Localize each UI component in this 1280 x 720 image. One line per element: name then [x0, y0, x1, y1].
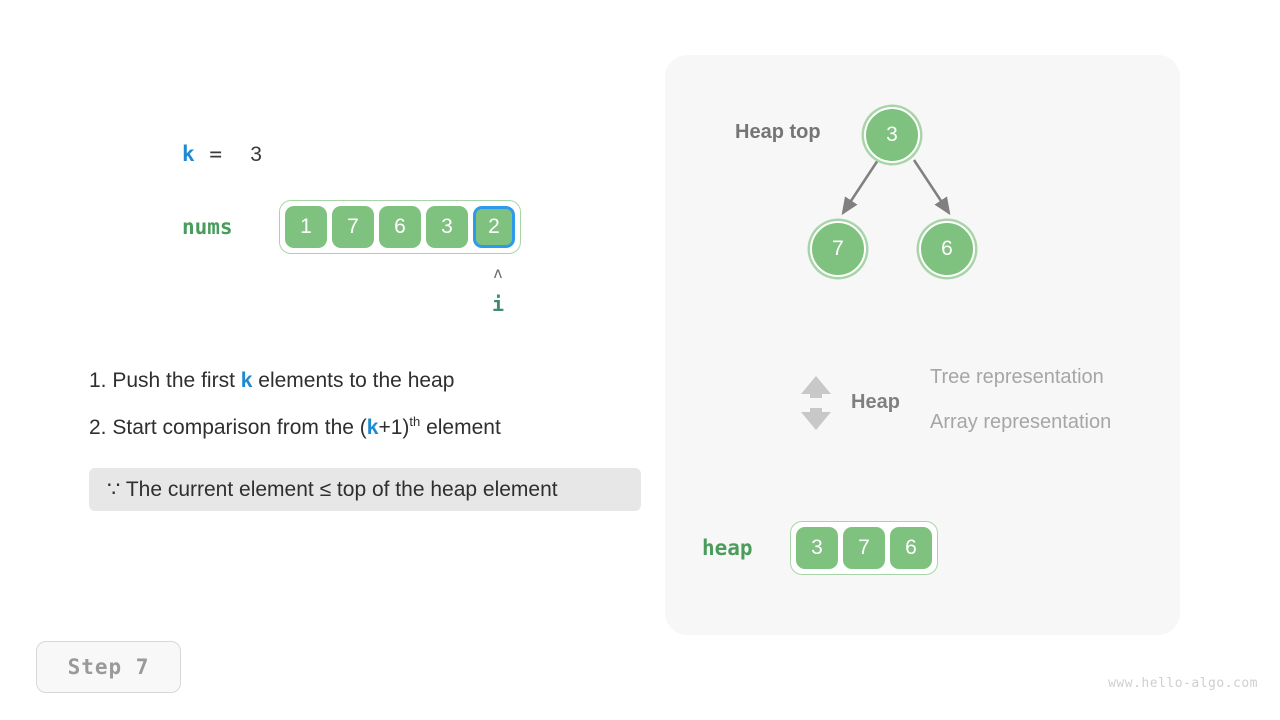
- nums-label: nums: [182, 215, 233, 239]
- nums-array: 1 7 6 3 2: [279, 200, 521, 254]
- note-text: ∵ The current element ≤ top of the heap …: [107, 478, 558, 501]
- pointer-label-i: i: [491, 292, 505, 316]
- edge-root-to-right: [912, 159, 951, 216]
- step-1-prefix: 1. Push the first: [89, 369, 241, 392]
- legend-lines: Tree representation Array representation: [930, 367, 1111, 457]
- step-2-prefix: 2. Start comparison from the (: [89, 416, 367, 440]
- heap-array: 3 7 6: [790, 521, 938, 575]
- k-assignment: k = 3: [182, 142, 263, 167]
- legend-line-array: Array representation: [930, 411, 1112, 433]
- legend-heap-title: Heap: [851, 391, 900, 413]
- nums-cell-1[interactable]: 7: [332, 206, 374, 248]
- step-line-2: 2. Start comparison from the (k+1)th ele…: [89, 414, 689, 440]
- step-2-superscript: th: [409, 414, 421, 430]
- step-1-suffix: elements to the heap: [252, 369, 455, 392]
- pointer-caret-icon: ʌ: [493, 264, 503, 282]
- legend-line-tree: Tree representation: [930, 366, 1104, 388]
- watermark: www.hello-algo.com: [1108, 676, 1258, 691]
- nums-cell-0[interactable]: 1: [285, 206, 327, 248]
- tree-node-left-child[interactable]: 7: [810, 221, 866, 277]
- step-2-mid: +1): [378, 416, 410, 440]
- edge-root-to-left: [841, 159, 880, 216]
- step-2-suffix: element: [420, 416, 501, 440]
- steps-list: 1. Push the first k elements to the heap…: [89, 368, 689, 461]
- nums-cell-3[interactable]: 3: [426, 206, 468, 248]
- heap-top-label: Heap top: [735, 121, 821, 143]
- tree-edges: [841, 159, 951, 216]
- heap-cell-1[interactable]: 7: [843, 527, 885, 569]
- step-badge: Step 7: [36, 641, 181, 693]
- step-2-var-k: k: [366, 416, 379, 440]
- tree-node-right-child[interactable]: 6: [919, 221, 975, 277]
- heap-cell-0[interactable]: 3: [796, 527, 838, 569]
- double-arrow-vertical-icon: [801, 376, 831, 430]
- step-line-1: 1. Push the first k elements to the heap: [89, 368, 689, 393]
- heap-cell-2[interactable]: 6: [890, 527, 932, 569]
- tree-node-root[interactable]: 3: [864, 107, 920, 163]
- k-variable: k: [182, 142, 196, 166]
- nums-cell-2[interactable]: 6: [379, 206, 421, 248]
- nums-cell-4-highlighted[interactable]: 2: [473, 206, 515, 248]
- heap-label: heap: [702, 536, 753, 560]
- equals-sign: =: [209, 142, 223, 166]
- step-1-var-k: k: [240, 369, 253, 392]
- k-value: 3: [250, 143, 263, 166]
- note-box: ∵ The current element ≤ top of the heap …: [89, 468, 641, 511]
